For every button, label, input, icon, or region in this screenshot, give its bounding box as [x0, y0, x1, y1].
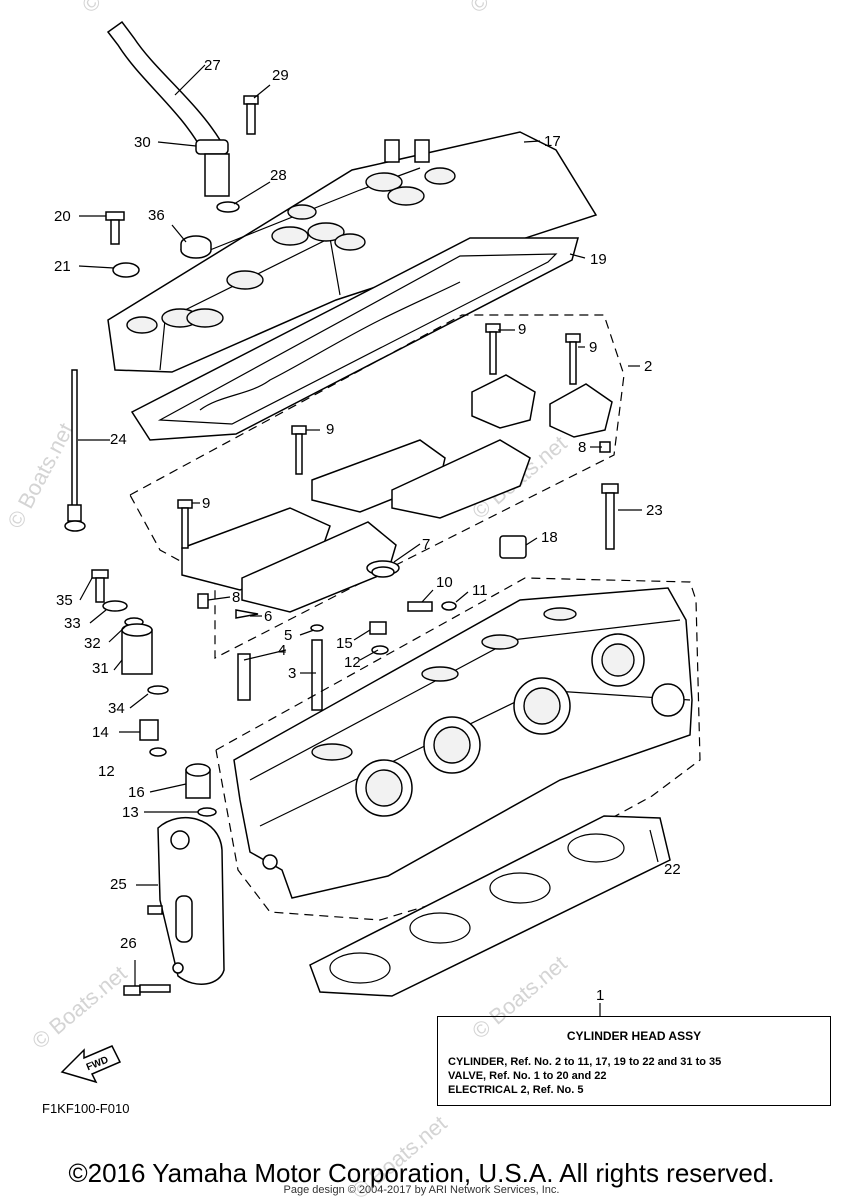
callout-label: 24 — [110, 431, 127, 448]
callout-label: 13 — [122, 804, 139, 821]
left-side-parts — [91, 569, 217, 817]
callout-label: 12 — [344, 654, 361, 671]
callout-label: 1 — [596, 987, 604, 1004]
leader-lines — [78, 64, 659, 1016]
callout-label: 25 — [110, 876, 127, 893]
callout-label: 2 — [644, 358, 652, 375]
assembly-title: CYLINDER HEAD ASSY — [566, 1029, 702, 1043]
small-parts-cover — [105, 211, 212, 278]
watermark: © Boats.net — [77, 0, 181, 18]
callout-label: 18 — [541, 529, 558, 546]
callout-label: 9 — [589, 339, 597, 356]
callout-label: 11 — [472, 582, 488, 599]
copyright-notice: ©2016 Yamaha Motor Corporation, U.S.A. A… — [68, 1158, 775, 1188]
cylinder-head-cover — [107, 131, 598, 373]
callout-label: 14 — [92, 724, 109, 741]
callout-label: 9 — [518, 321, 526, 338]
callout-label: 9 — [326, 421, 334, 438]
callout-label: 7 — [422, 536, 430, 553]
callout-label: 10 — [436, 574, 453, 591]
watermark: © Boats.net — [465, 0, 569, 18]
assembly-info-box: CYLINDER HEAD ASSY CYLINDER, Ref. No. 2 … — [437, 1016, 831, 1106]
callout-label: 17 — [544, 133, 561, 150]
callout-label: 6 — [264, 608, 272, 625]
callout-label: 35 — [56, 592, 73, 609]
callout-label: 8 — [578, 439, 586, 456]
assembly-ref-row: CYLINDER, Ref. No. 2 to 11, 17, 19 to 22… — [448, 1056, 722, 1068]
head-group-outline — [215, 577, 701, 921]
fwd-arrow: FWD — [60, 1045, 122, 1084]
side-cover-plate — [123, 816, 225, 996]
callout-label: 19 — [590, 251, 607, 268]
watermark: © Boats.net — [2, 419, 78, 533]
callout-label: 28 — [270, 167, 287, 184]
callout-label: 5 — [284, 627, 292, 644]
callout-label: 9 — [202, 495, 210, 512]
callout-label: 4 — [278, 642, 286, 659]
callout-label: 15 — [336, 635, 353, 652]
callout-label: 32 — [84, 635, 101, 652]
page-design-notice: Page design © 2004-2017 by ARI Network S… — [283, 1184, 560, 1196]
assembly-ref-row: ELECTRICAL 2, Ref. No. 5 — [448, 1084, 584, 1096]
callout-label: 30 — [134, 134, 151, 151]
callout-label: 26 — [120, 935, 137, 952]
callout-label: 21 — [54, 258, 71, 275]
head-bolt — [601, 483, 619, 550]
callout-label: 16 — [128, 784, 145, 801]
callout-labels: 1 2 3 4 5 6 7 8 8 9 9 9 9 9 10 11 12 12 … — [54, 57, 681, 1004]
valve-components — [235, 560, 457, 711]
cover-gasket — [130, 237, 579, 441]
callout-label: 8 — [232, 589, 240, 606]
watermark: © Boats.net — [27, 961, 131, 1054]
callout-label: 34 — [108, 700, 125, 717]
assembly-ref-row: VALVE, Ref. No. 1 to 20 and 22 — [448, 1070, 607, 1082]
callout-label: 33 — [64, 615, 81, 632]
callout-label: 22 — [664, 861, 681, 878]
callout-label: 29 — [272, 67, 289, 84]
camshaft-caps — [177, 323, 613, 613]
callout-label: 12 — [98, 763, 115, 780]
head-gasket — [309, 815, 671, 997]
diagram-code: F1KF100-F010 — [42, 1101, 130, 1116]
breather-hose-assembly — [106, 20, 259, 213]
callout-label: 20 — [54, 208, 71, 225]
callout-label: 27 — [204, 57, 221, 74]
callout-label: 23 — [646, 502, 663, 519]
callout-label: 3 — [288, 665, 296, 682]
callout-label: 36 — [148, 207, 165, 224]
rod — [64, 369, 86, 532]
cylinder-head — [233, 587, 693, 899]
callout-label: 31 — [92, 660, 109, 677]
